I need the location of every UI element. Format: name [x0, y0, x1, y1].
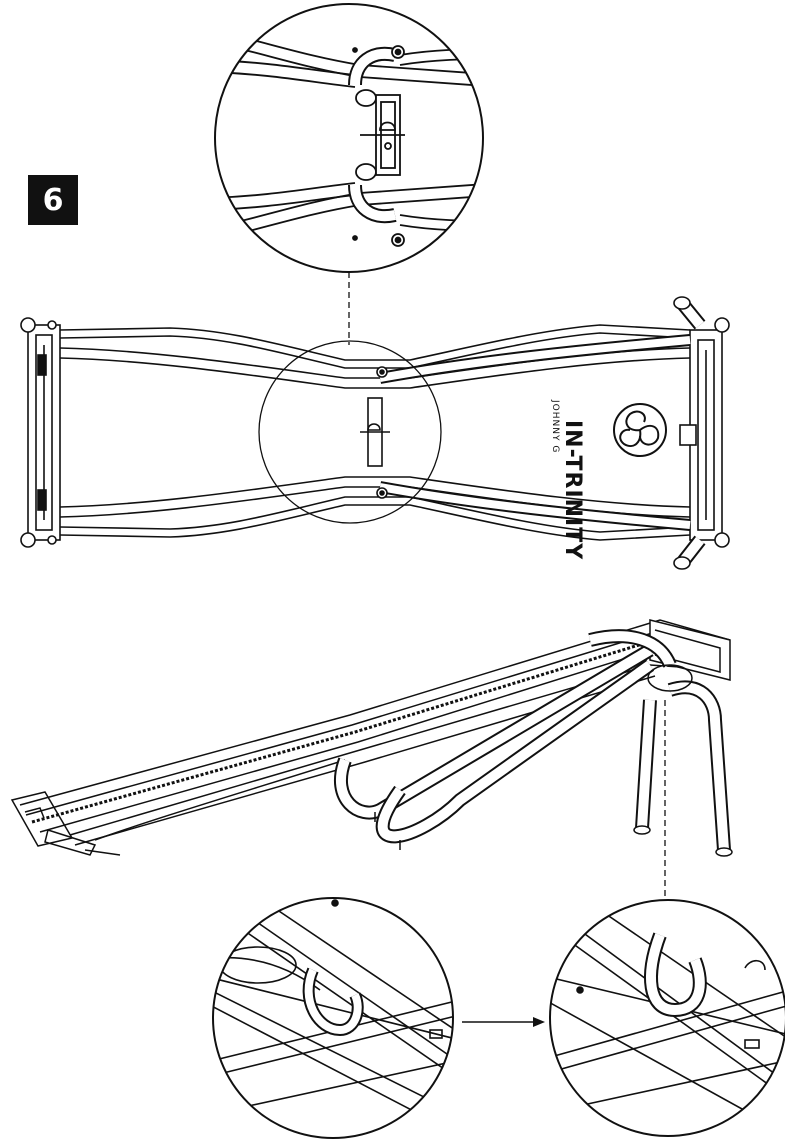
detail-callout-circle — [258, 340, 442, 524]
detail-circle-after — [549, 899, 785, 1137]
top-detail-circle — [214, 3, 484, 273]
detail-circle-before — [212, 897, 454, 1139]
frame-perspective-view — [10, 619, 733, 857]
brand-subtitle: JOHNNY G — [550, 400, 560, 454]
frame-top-view — [20, 296, 730, 570]
brand-logo: IN-TRINITY JOHNNY G — [550, 375, 640, 560]
arrow-right-icon — [462, 1017, 545, 1027]
brand-name: IN-TRINITY — [560, 420, 585, 561]
step-number-badge: 6 — [28, 175, 78, 225]
spiral-logo-icon — [613, 403, 667, 457]
